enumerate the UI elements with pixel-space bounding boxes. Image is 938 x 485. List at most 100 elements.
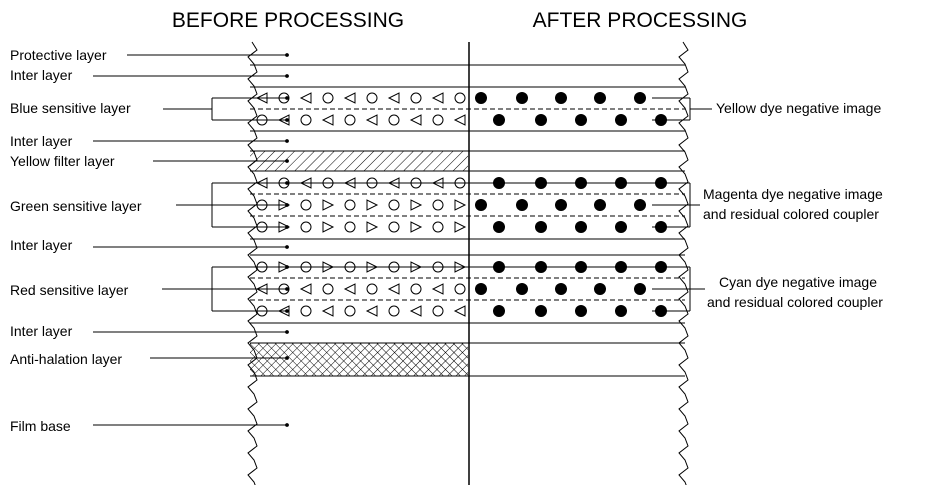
dye-cloud-dot [594,92,606,104]
dye-cloud-dot [475,92,487,104]
label-yellow-filter-layer: Yellow filter layer [10,153,115,169]
dye-cloud-dot [634,199,646,211]
dye-cloud-dot [594,199,606,211]
circle-grain [366,92,378,104]
dye-cloud-dot [575,114,587,126]
circle-grain [300,261,312,273]
dye-cloud-dot [493,114,505,126]
triangle-left-grain [453,305,466,317]
triangle-left-grain [431,177,444,189]
circle-grain [300,221,312,233]
leader-end-dot [285,356,289,360]
circle-grain [344,305,356,317]
triangle-left-grain [453,114,466,126]
leader-end-dot [285,74,289,78]
dye-cloud-dot [555,283,567,295]
triangle-left-grain [431,92,444,104]
bracket-dot [285,265,289,269]
triangle-right-grain [366,221,379,233]
label-anti-halation-layer: Anti-halation layer [10,351,122,367]
triangle-left-grain [299,283,312,295]
circle-grain [388,221,400,233]
anti-halation-crosshatch [250,343,468,376]
triangle-left-grain [387,283,400,295]
triangle-right-grain [410,199,423,211]
triangle-left-grain [343,92,356,104]
circle-grain [454,177,466,189]
dye-cloud-dot [555,199,567,211]
dye-cloud-dot [475,283,487,295]
dye-clouds [475,92,667,317]
bracket-dot [285,287,289,291]
label-blue-sensitive-layer: Blue sensitive layer [10,100,131,116]
dye-cloud-dot [535,305,547,317]
label-cyan-dye-image: Cyan dye negative image [719,274,877,290]
dye-cloud-dot [535,114,547,126]
circle-grain [366,177,378,189]
before-processing-heading: BEFORE PROCESSING [172,9,404,32]
triangle-right-grain [366,261,379,273]
circle-grain [432,261,444,273]
label-inter-layer-1: Inter layer [10,67,73,83]
triangle-left-grain [365,114,378,126]
circle-grain [388,261,400,273]
circle-grain [344,114,356,126]
label-red-sensitive-layer: Red sensitive layer [10,282,129,298]
circle-grain [388,305,400,317]
torn-edge [678,41,689,485]
circle-grain [300,305,312,317]
bracket-dot [285,225,289,229]
triangle-left-grain [409,305,422,317]
triangle-right-grain [410,261,423,273]
dye-cloud-dot [615,261,627,273]
label-green-sensitive-layer: Green sensitive layer [10,198,142,214]
triangle-left-grain [365,305,378,317]
triangle-left-grain [321,305,334,317]
dye-cloud-dot [594,283,606,295]
circle-grain [366,283,378,295]
triangle-left-grain [277,114,290,126]
label-inter-layer-2: Inter layer [10,133,73,149]
label-magenta-residual-coupler: and residual colored coupler [703,206,879,222]
leader-end-dot [285,245,289,249]
triangle-right-grain [366,199,379,211]
label-film-base: Film base [10,418,71,434]
triangle-right-grain [454,221,467,233]
circle-grain [388,199,400,211]
circle-grain [454,92,466,104]
circle-grain [388,114,400,126]
after-processing-heading: AFTER PROCESSING [533,9,748,32]
dye-cloud-dot [493,177,505,189]
triangle-left-grain [387,177,400,189]
dye-cloud-dot [634,92,646,104]
dye-cloud-dot [615,177,627,189]
bracket-dot [285,96,289,100]
circle-grain [454,283,466,295]
dye-cloud-dot [615,221,627,233]
circle-grain [322,92,334,104]
circle-grain [344,199,356,211]
triangle-left-grain [387,92,400,104]
dye-cloud-dot [516,92,528,104]
circle-grain [322,283,334,295]
bracket-dot [285,181,289,185]
bracket-dot [285,203,289,207]
dye-cloud-dot [516,283,528,295]
dye-cloud-dot [615,305,627,317]
label-protective-layer: Protective layer [10,47,107,63]
dye-cloud-dot [493,305,505,317]
circle-grain [344,221,356,233]
leader-end-dot [285,423,289,427]
bracket-dot [285,309,289,313]
triangle-left-grain [343,177,356,189]
triangle-right-grain [454,261,467,273]
triangle-left-grain [321,114,334,126]
dye-cloud-dot [535,177,547,189]
triangle-right-grain [454,199,467,211]
circle-grain [322,177,334,189]
torn-edge [247,41,258,485]
dye-cloud-dot [516,199,528,211]
label-magenta-dye-image: Magenta dye negative image [703,186,883,202]
dye-cloud-dot [575,261,587,273]
